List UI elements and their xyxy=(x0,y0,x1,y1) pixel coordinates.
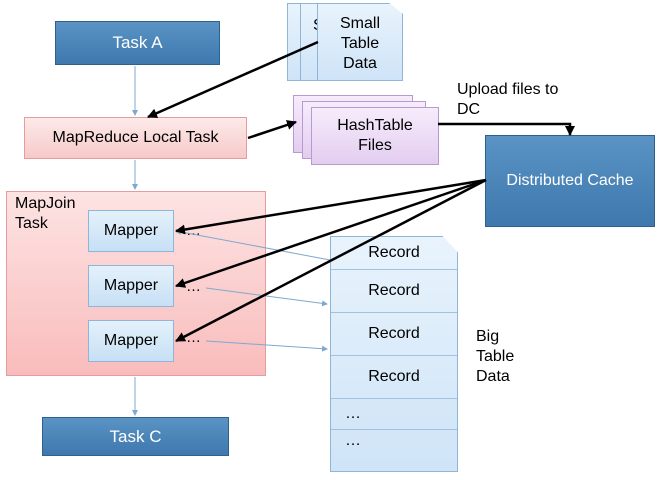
record-1-label: Record xyxy=(368,244,420,261)
big-table-doc: Record Record Record Record … … xyxy=(330,236,458,472)
mapreduce-local-task-box: MapReduce Local Task xyxy=(24,117,247,159)
distributed-cache-label: Distributed Cache xyxy=(506,172,634,189)
small-table-line-1: Small xyxy=(339,15,380,32)
record-4-label: Record xyxy=(368,368,420,385)
upload-line-1: Upload files to xyxy=(457,81,559,98)
arrow-hashtable-to-cache xyxy=(438,122,575,136)
task-a-label: Task A xyxy=(112,33,163,52)
mapper-3-dots: … xyxy=(186,329,201,346)
task-c-box: Task C xyxy=(42,417,229,456)
upload-line-2: DC xyxy=(457,101,481,118)
big-table-label: Big Table Data xyxy=(476,327,556,387)
hashtable-doc: HashTable Files xyxy=(311,107,439,165)
big-table-line-1: Big xyxy=(476,328,500,345)
record-row-5: … xyxy=(331,399,457,430)
mapper-2-label: Mapper xyxy=(103,277,159,294)
record-3-label: Record xyxy=(368,325,420,342)
mapper-1: Mapper xyxy=(88,210,174,252)
mapper-1-label: Mapper xyxy=(103,222,159,239)
small-table-doc: Small Table Data xyxy=(317,3,403,81)
small-table-line-2: Table xyxy=(340,35,380,52)
record-row-4: Record xyxy=(331,356,457,399)
hashtable-line-2: Files xyxy=(358,137,392,154)
upload-label: Upload files to DC xyxy=(457,80,617,120)
record-row-2: Record xyxy=(331,270,457,313)
record-row-6: … xyxy=(331,430,457,452)
mapper-3-label: Mapper xyxy=(103,332,159,349)
mapper-2-dots: … xyxy=(186,278,201,295)
mapper-2: Mapper xyxy=(88,265,174,307)
mapjoin-line-1: MapJoin xyxy=(15,195,76,212)
distributed-cache-box: Distributed Cache xyxy=(485,135,655,227)
arrow-local-to-hashtable xyxy=(247,120,297,140)
record-5-label: … xyxy=(345,405,361,422)
mapreduce-local-task-label: MapReduce Local Task xyxy=(52,129,219,146)
mapper-1-dots: … xyxy=(186,222,201,239)
mapjoin-line-2: Task xyxy=(15,215,48,232)
small-table-line-3: Data xyxy=(343,55,377,72)
record-row-1: Record xyxy=(331,237,457,270)
mapper-3: Mapper xyxy=(88,320,174,362)
record-2-label: Record xyxy=(368,282,420,299)
hashtable-line-1: HashTable xyxy=(337,117,413,134)
big-table-line-2: Table xyxy=(476,348,515,365)
record-row-3: Record xyxy=(331,313,457,356)
task-a-box: Task A xyxy=(55,21,220,65)
task-c-label: Task C xyxy=(109,426,162,446)
record-6-label: … xyxy=(345,432,361,449)
big-table-line-3: Data xyxy=(476,368,510,385)
